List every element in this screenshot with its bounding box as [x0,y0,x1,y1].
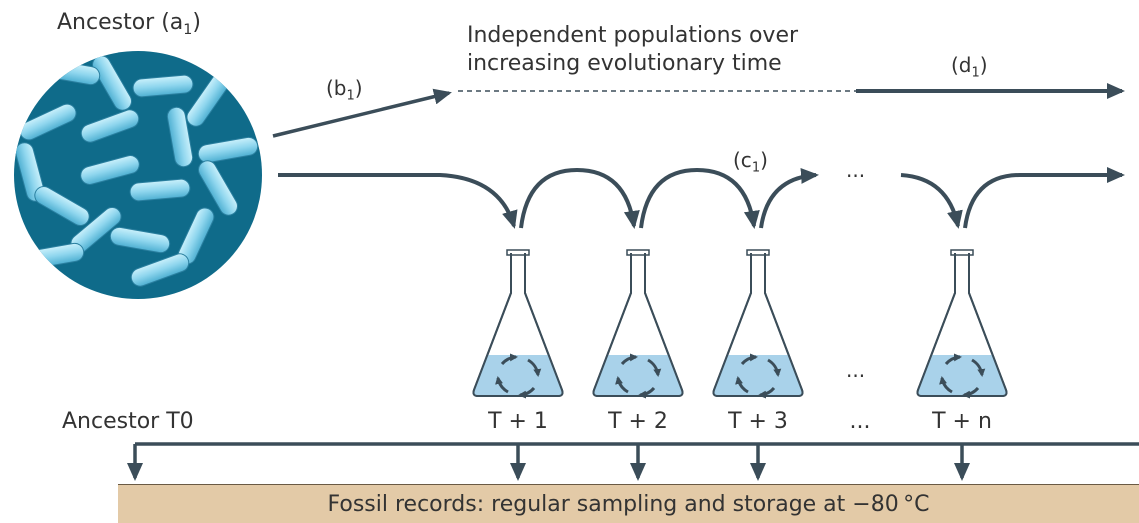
transfer-arrow-1 [519,167,640,229]
serial-transfer-arrows [278,167,1125,229]
flask-t1 [474,250,563,396]
timepoint-t2: T + 2 [608,409,668,434]
flask-t2 [594,250,683,396]
flask-t3 [714,250,803,396]
timepoint-tn: T + n [932,409,992,434]
timepoint-t3: T + 3 [728,409,788,434]
ancestor-a1-label: Ancestor (a1) [57,10,201,38]
fossil-records-bar: Fossil records: regular sampling and sto… [118,484,1139,523]
timepoint-t1: T + 1 [488,409,548,434]
b1-label: (b1) [326,76,363,104]
fossil-records-label: Fossil records: regular sampling and sto… [327,491,930,517]
transfer-arrow-n-in [900,173,963,229]
c1-label: (c1) [733,148,768,176]
independent-branch-arrow [272,88,452,138]
transfer-arrow-n-out [963,167,1125,229]
flask-tn [918,250,1007,396]
transfer-arrow-2 [639,167,760,229]
timepoint-ellipsis: ... [849,409,871,434]
sampling-lines [127,442,1139,481]
independent-populations-label: Independent populations over increasing … [467,23,799,76]
ancestor-t0-label: Ancestor T0 [62,409,194,434]
petri-dish-image [14,51,262,299]
ellipsis-middle: ... [846,358,866,382]
ellipsis-top: ... [846,158,866,182]
transfer-arrow-ancestor [278,173,518,229]
transfer-arrow-3 [759,167,819,229]
d1-label: (d1) [951,53,988,81]
